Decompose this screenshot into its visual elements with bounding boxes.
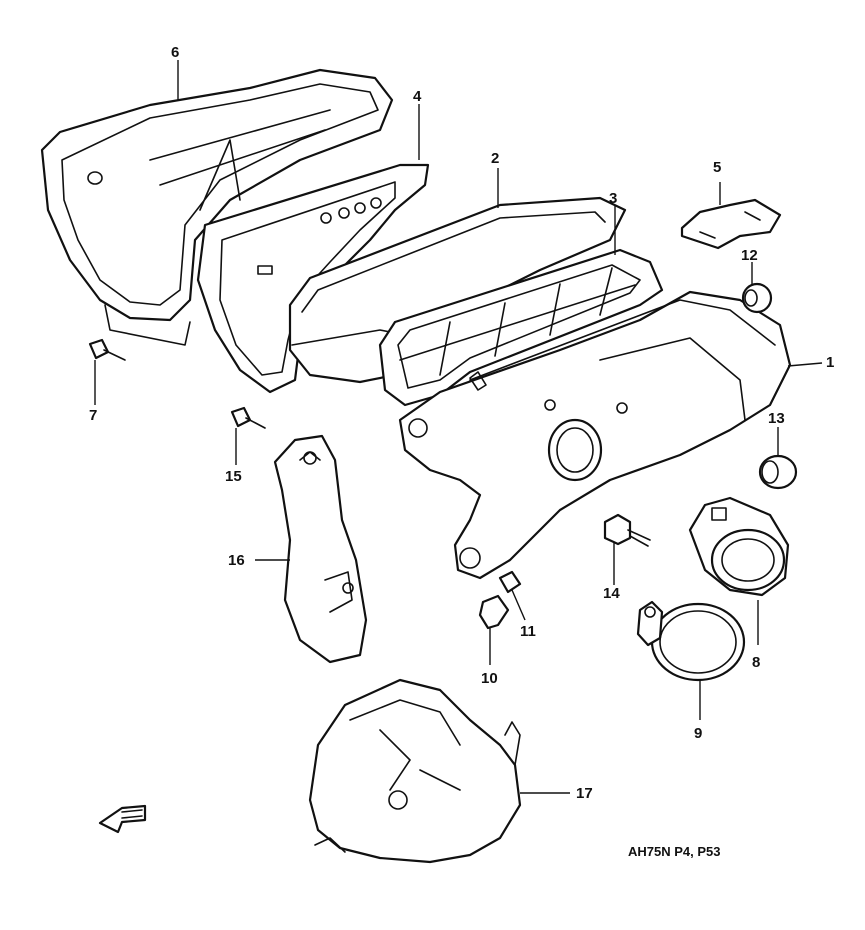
callout-part-5: 5 bbox=[713, 159, 721, 176]
callout-part-2: 2 bbox=[491, 150, 499, 167]
callout-part-3: 3 bbox=[609, 190, 617, 207]
front-arrow-icon bbox=[98, 804, 147, 834]
part-16-side-plate bbox=[273, 434, 368, 664]
part-15-screw bbox=[230, 406, 266, 429]
part-9-clamp bbox=[636, 600, 746, 682]
part-8-intake-pipe bbox=[688, 496, 790, 597]
callout-part-13: 13 bbox=[768, 410, 785, 427]
part-17-lower-cover bbox=[308, 678, 522, 864]
callout-part-14: 14 bbox=[603, 585, 620, 602]
callout-part-16: 16 bbox=[228, 552, 245, 569]
part-10-drain bbox=[478, 594, 510, 630]
callout-part-6: 6 bbox=[171, 44, 179, 61]
callout-labels: 6 4 2 3 5 12 1 13 8 9 7 15 16 14 10 11 1… bbox=[89, 44, 834, 802]
callout-part-9: 9 bbox=[694, 725, 702, 742]
callout-part-7: 7 bbox=[89, 407, 97, 424]
part-13-cap bbox=[758, 454, 798, 490]
callout-part-1: 1 bbox=[826, 354, 834, 371]
part-12-grommet bbox=[741, 282, 773, 314]
diagram-reference: AH75N P4, P53 bbox=[628, 844, 721, 859]
callout-part-17: 17 bbox=[576, 785, 593, 802]
part-5-bracket bbox=[680, 198, 782, 250]
callout-part-8: 8 bbox=[752, 654, 760, 671]
part-1-lower-case bbox=[398, 290, 792, 580]
part-14-bolt bbox=[603, 513, 651, 547]
callout-part-12: 12 bbox=[741, 247, 758, 264]
part-7-screw bbox=[88, 338, 126, 361]
part-11-clip bbox=[498, 570, 522, 594]
callout-part-11: 11 bbox=[520, 623, 536, 640]
leader-lines bbox=[94, 60, 823, 794]
part-3-filter-frame bbox=[378, 248, 664, 407]
callout-part-4: 4 bbox=[413, 88, 422, 105]
callout-part-10: 10 bbox=[481, 670, 498, 687]
part-6-upper-housing bbox=[40, 68, 394, 346]
callout-part-15: 15 bbox=[225, 468, 242, 485]
